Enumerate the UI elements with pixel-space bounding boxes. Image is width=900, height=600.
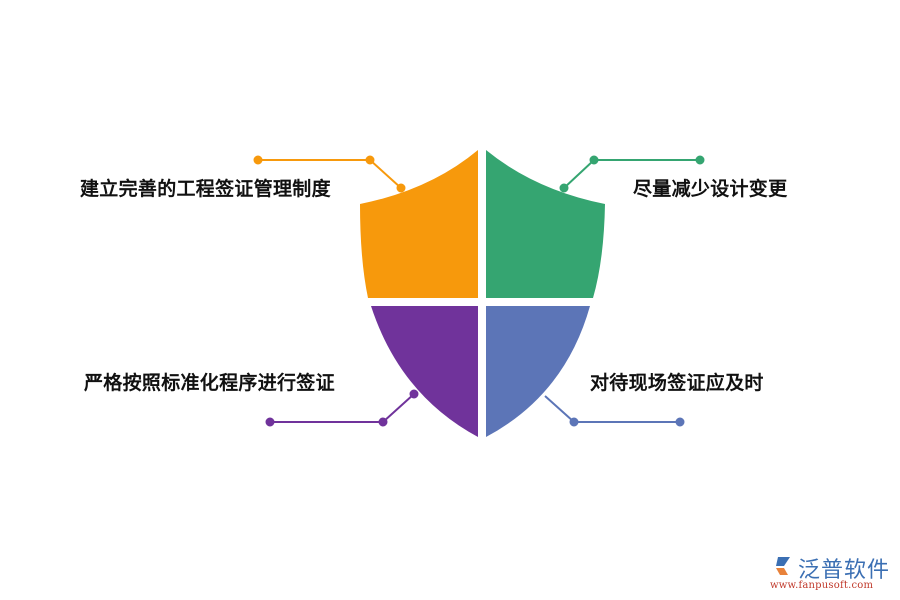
logo-name: 泛普软件 xyxy=(798,558,891,583)
label-bottom-left: 严格按照标准化程序进行签证 xyxy=(84,372,335,394)
connector-top-left xyxy=(253,155,406,193)
shield-quadrant-top-left xyxy=(360,150,478,298)
label-top-right: 尽量减少设计变更 xyxy=(633,178,788,200)
label-bottom-right: 对待现场签证应及时 xyxy=(590,372,764,394)
logo-mark-icon xyxy=(776,557,790,575)
brand-logo: 泛普软件 www.fanpusoft.com xyxy=(768,552,894,596)
shield-quadrant-bottom-left xyxy=(371,306,478,437)
connector-top-right xyxy=(559,155,705,193)
shield-quadrant-top-right xyxy=(486,150,605,298)
logo-url: www.fanpusoft.com xyxy=(770,580,874,591)
shield-quadrant-bottom-right xyxy=(486,306,590,437)
connector-bottom-right xyxy=(544,395,685,427)
label-top-left: 建立完善的工程签证管理制度 xyxy=(80,178,331,200)
connector-bottom-left xyxy=(265,389,419,427)
